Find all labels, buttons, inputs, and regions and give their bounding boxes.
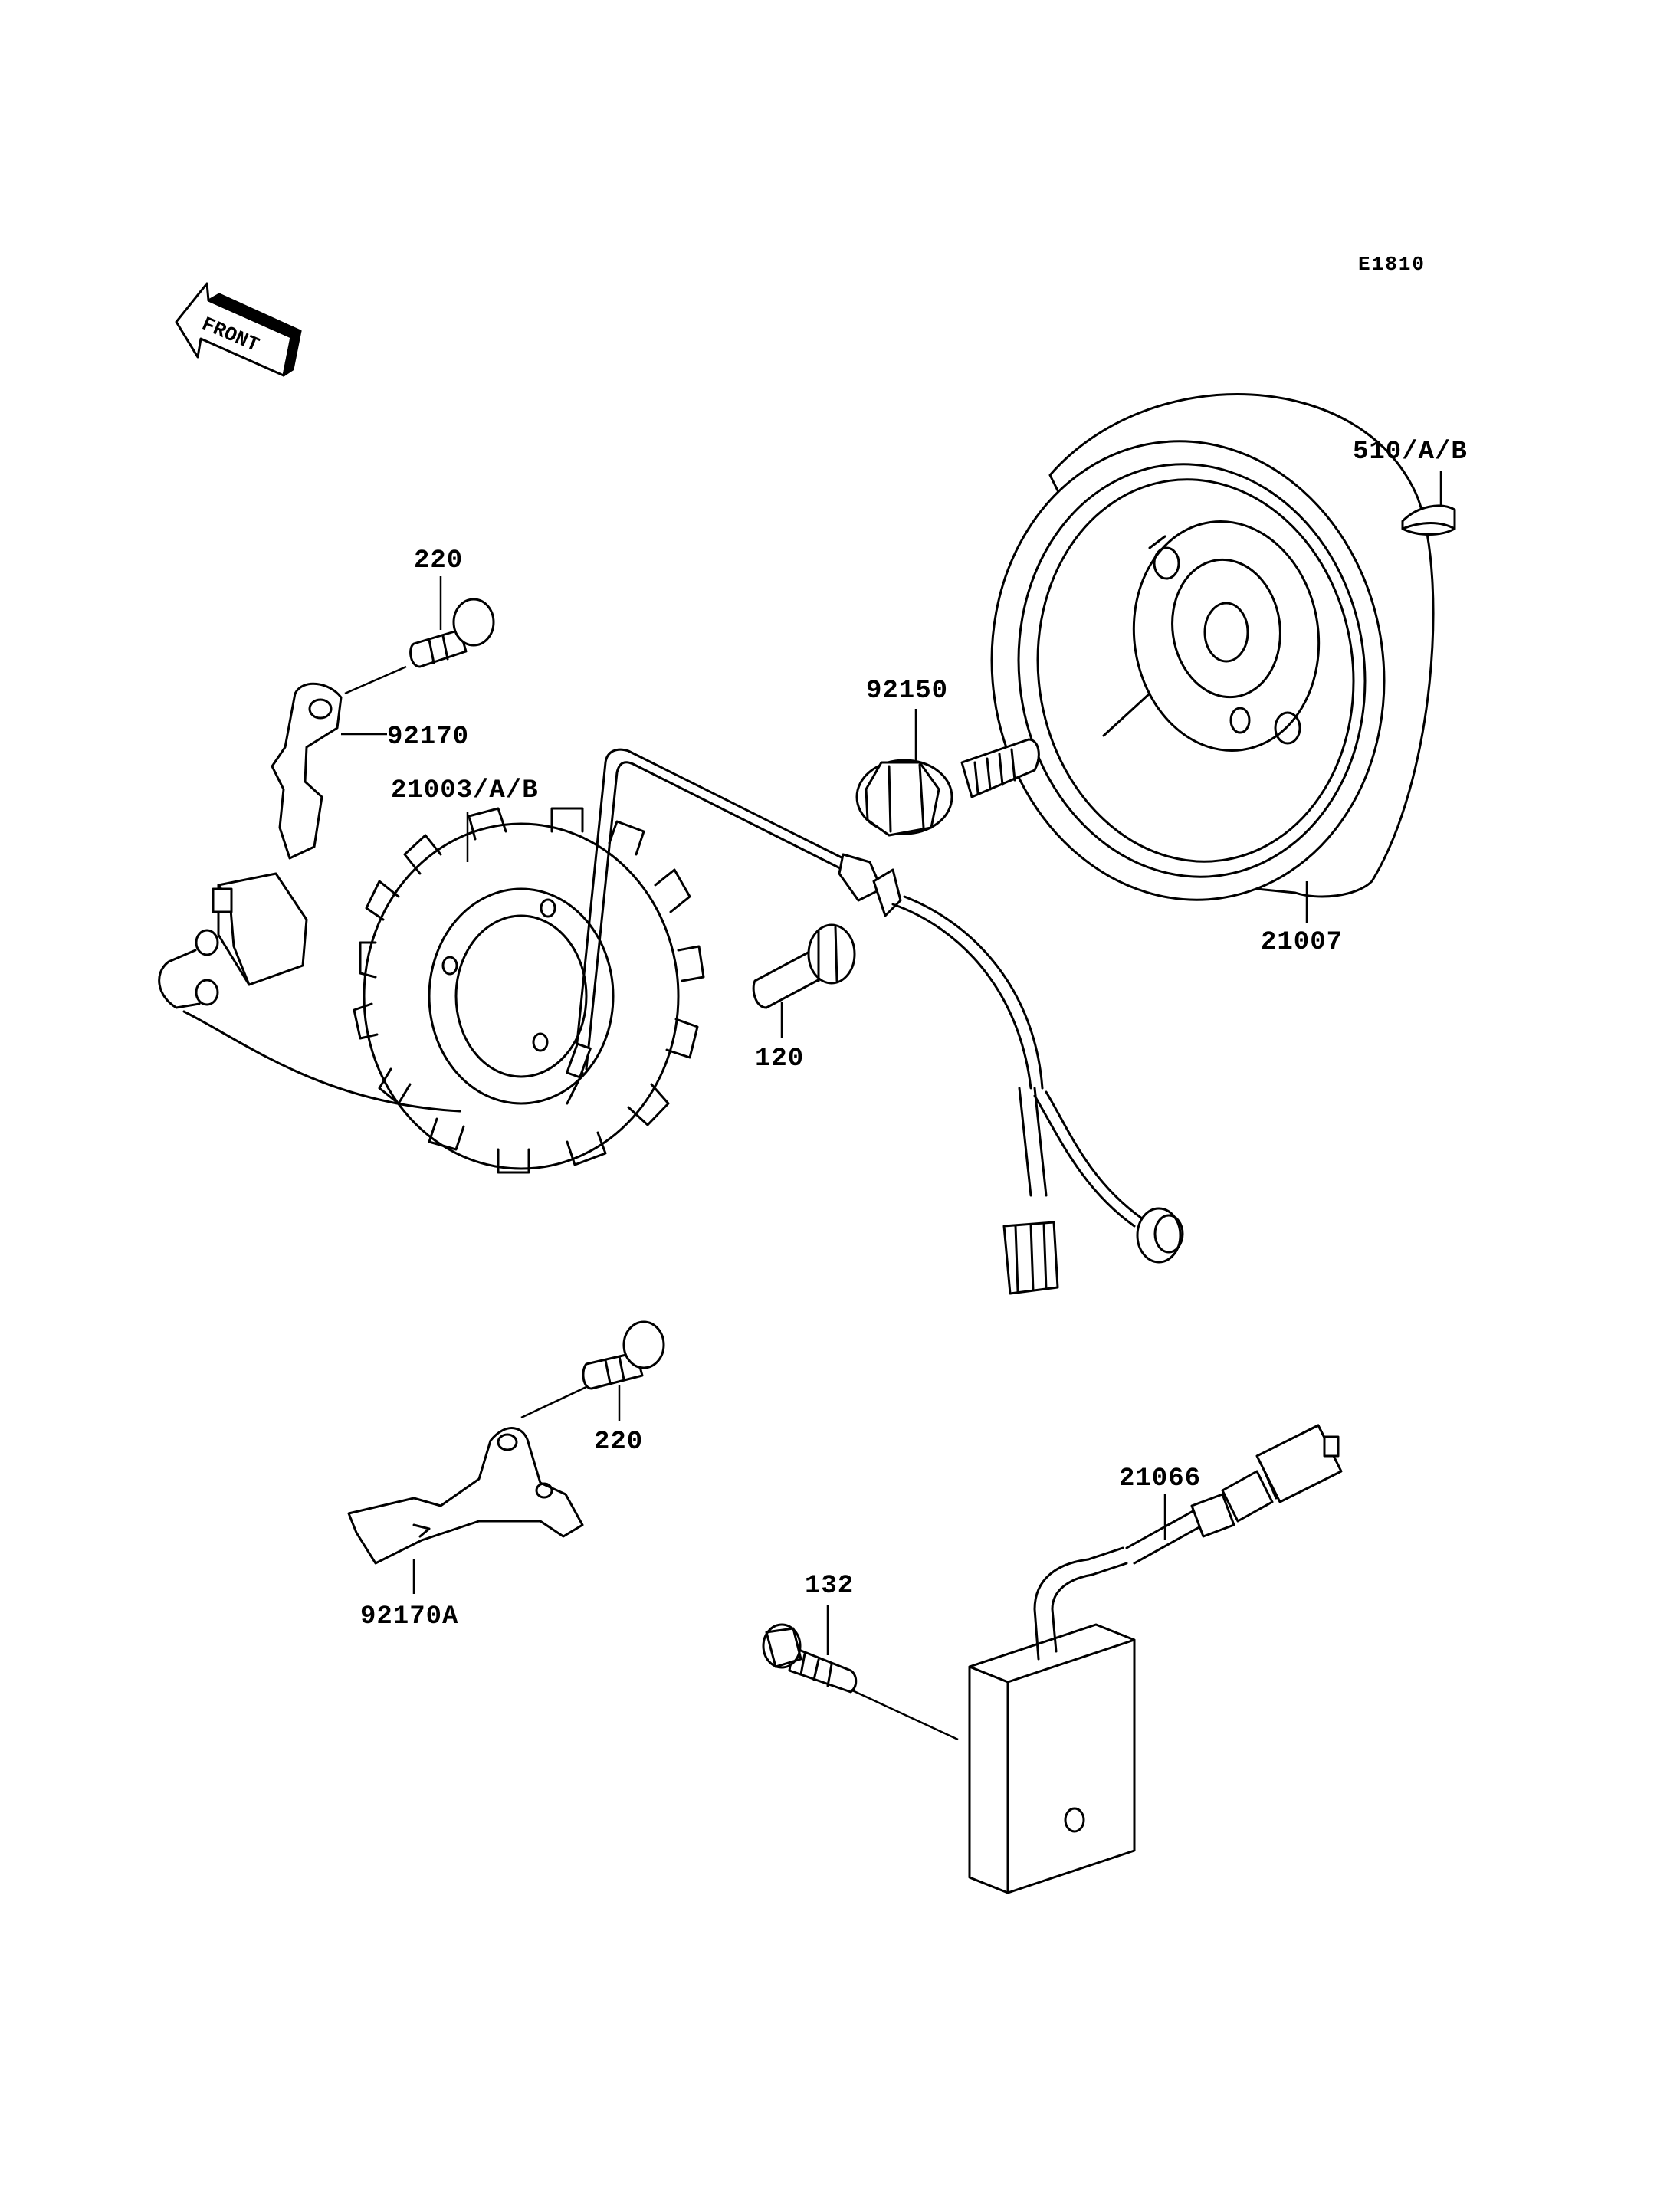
label-bolt-bottom: 220 xyxy=(594,1428,643,1457)
bolt-bottom xyxy=(582,1320,665,1390)
flywheel-bolt xyxy=(855,738,1040,837)
pickup-coil xyxy=(158,872,308,1009)
label-bolt-top: 220 xyxy=(414,546,463,575)
label-flywheel-bolt: 92150 xyxy=(866,677,948,706)
label-clamp-top: 92170 xyxy=(387,723,469,752)
label-clamp-bottom: 92170A xyxy=(360,1602,458,1631)
label-stator: 21003/A/B xyxy=(391,776,539,805)
clamp-bottom xyxy=(347,1427,584,1565)
bolt-stator xyxy=(752,923,856,1009)
pickup-wire xyxy=(182,1010,461,1113)
stator xyxy=(353,807,705,1174)
clamp-top xyxy=(271,682,343,860)
flywheel xyxy=(990,393,1435,901)
woodruff-key xyxy=(1401,504,1456,536)
label-bolt-stator: 120 xyxy=(755,1044,804,1074)
label-regulator-bolt: 132 xyxy=(805,1572,854,1601)
label-woodruff-key: 510/A/B xyxy=(1353,438,1468,467)
label-flywheel: 21007 xyxy=(1261,928,1343,957)
bolt-top xyxy=(409,598,495,668)
regulator-bolt xyxy=(762,1623,858,1694)
front-arrow-icon: FRONT xyxy=(175,282,302,377)
diagram-code: E1810 xyxy=(1358,253,1426,276)
regulator xyxy=(968,1424,1343,1894)
label-regulator: 21066 xyxy=(1119,1464,1201,1494)
stator-harness xyxy=(566,748,1184,1295)
